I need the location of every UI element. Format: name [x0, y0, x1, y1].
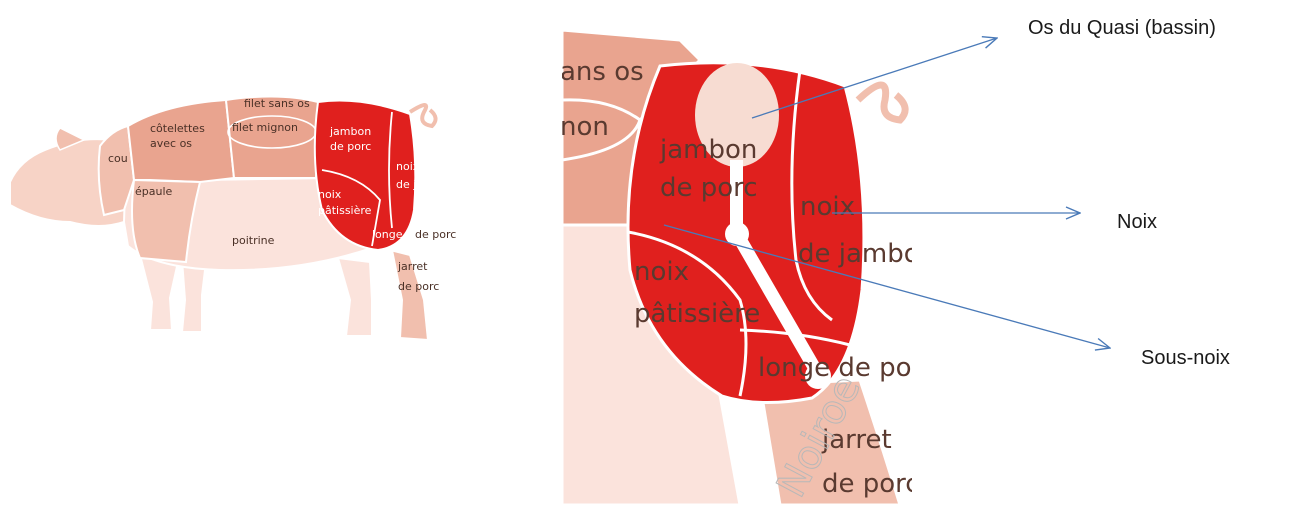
label-cou: cou	[108, 152, 128, 165]
zoom-label-noix-patissiere-2: pâtissière	[634, 299, 760, 329]
callout-sous-noix: Sous-noix	[1141, 347, 1230, 369]
callout-os-du-quasi: Os du Quasi (bassin)	[1028, 17, 1216, 39]
label-noix-jambon-2: de jambon	[396, 178, 454, 191]
label-jarret-2: de porc	[398, 280, 439, 293]
tail	[410, 105, 436, 126]
zoom-label-sans-os: ans os	[560, 57, 644, 87]
front-leg	[140, 255, 178, 330]
zoom-label-noix-patissiere-1: noix	[634, 257, 689, 287]
label-jambon-2: de porc	[330, 140, 371, 153]
front-leg-2	[182, 260, 206, 332]
zoom-label-jambon-1: jambon	[659, 135, 757, 165]
label-longe-2: de porc	[415, 228, 456, 241]
zoom-label-mignon: non	[560, 112, 609, 142]
label-noix-jambon-1: noix	[396, 160, 420, 173]
zoom-label-jarret-2: de porc	[822, 469, 920, 499]
label-cotelettes-2: avec os	[150, 137, 192, 150]
label-epaule: épaule	[135, 185, 173, 198]
label-filet-sans-os: filet sans os	[244, 97, 310, 110]
pig-diagram-left: cou côtelettes avec os filet sans os fil…	[10, 96, 456, 340]
label-noix-patissiere-2: pâtissière	[318, 204, 372, 217]
label-cotelettes-1: côtelettes	[150, 122, 205, 135]
zoomed-ham-diagram: ans os non jambon de porc noix de jambon…	[560, 30, 936, 505]
label-filet-mignon: filet mignon	[232, 121, 298, 134]
label-longe-1: longe	[372, 228, 403, 241]
zoom-label-jambon-2: de porc	[660, 173, 758, 203]
rear-leg	[338, 258, 372, 336]
zoom-label-noix-jambon-1: noix	[800, 192, 855, 222]
label-poitrine: poitrine	[232, 234, 275, 247]
callout-noix: Noix	[1117, 211, 1157, 233]
label-jambon-1: jambon	[329, 125, 371, 138]
label-noix-patissiere-1: noix	[318, 188, 342, 201]
zoom-label-noix-jambon-2: de jambon	[798, 239, 936, 269]
label-jarret-1: jarret	[397, 260, 428, 273]
zoom-tail	[858, 85, 905, 120]
